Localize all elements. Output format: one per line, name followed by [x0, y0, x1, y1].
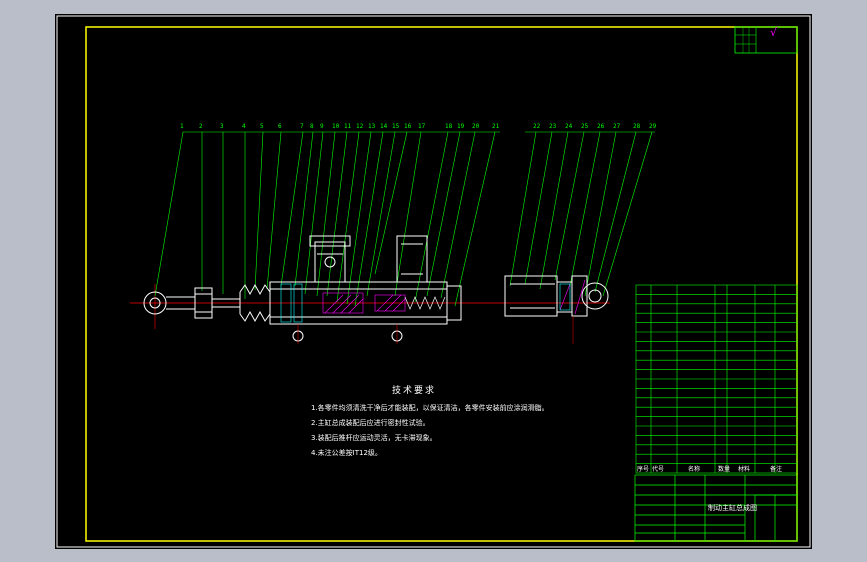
leader-line	[394, 131, 422, 297]
leader-line	[594, 131, 637, 293]
cylinder-body	[269, 281, 462, 325]
bom-header-remark: 备注	[770, 466, 783, 473]
leader-line	[316, 131, 336, 297]
balloon-23: 23	[549, 123, 557, 130]
detail-view	[504, 275, 609, 344]
balloon-3: 3	[220, 123, 224, 130]
balloon-29: 29	[649, 123, 657, 130]
balloon-14: 14	[380, 123, 388, 130]
leader-line	[154, 131, 184, 297]
clevis-eye	[143, 291, 195, 315]
balloon-9: 9	[320, 123, 324, 130]
balloon-7: 7	[300, 123, 304, 130]
section-hatching	[280, 283, 406, 323]
balloon-28: 28	[633, 123, 641, 130]
leader-line	[584, 131, 617, 297]
balloon-19: 19	[457, 123, 465, 130]
balloon-18: 18	[445, 123, 453, 130]
leader-line	[524, 131, 553, 285]
balloon-11: 11	[344, 123, 352, 130]
mounting-lugs	[292, 324, 403, 344]
balloon-16: 16	[404, 123, 412, 130]
drawing-name: 制动主缸总成图	[708, 504, 757, 512]
bill-of-materials	[635, 284, 798, 474]
leader-line	[426, 131, 461, 297]
note-1: 1.各零件均须清洗干净后才能装配，以保证清洁，各零件安装前应涂润滑脂。	[311, 404, 549, 412]
leader-line	[454, 131, 496, 307]
detail-hatching	[559, 279, 586, 315]
corner-mark-block	[734, 26, 798, 54]
leader-line	[509, 131, 537, 287]
bom-header-qty: 数量	[718, 466, 731, 473]
balloon-10: 10	[332, 123, 340, 130]
bom-header-no: 序号	[637, 466, 650, 473]
leader-line	[346, 131, 372, 305]
reservoir-port-1	[309, 235, 351, 283]
balloon-8: 8	[310, 123, 314, 130]
title-block	[634, 474, 798, 542]
sheet-border-outer	[56, 15, 811, 548]
balloon-12: 12	[356, 123, 364, 130]
leader-line	[366, 131, 396, 297]
dust-boot	[239, 283, 271, 323]
balloon-6: 6	[278, 123, 282, 130]
balloon-20: 20	[472, 123, 480, 130]
leader-lines	[154, 131, 653, 307]
balloon-22: 22	[533, 123, 541, 130]
balloon-17: 17	[418, 123, 426, 130]
balloon-21: 21	[492, 123, 500, 130]
balloon-27: 27	[613, 123, 621, 130]
balloon-4: 4	[242, 123, 246, 130]
balloon-13: 13	[368, 123, 376, 130]
return-spring	[404, 296, 446, 310]
technical-requirements-title: 技术要求	[392, 386, 437, 396]
leader-line	[440, 131, 476, 299]
leader-line	[539, 131, 569, 290]
leader-line	[304, 131, 324, 295]
leader-line	[326, 131, 348, 297]
balloon-26: 26	[597, 123, 605, 130]
balloon-24: 24	[565, 123, 573, 130]
balloon-25: 25	[581, 123, 589, 130]
bom-header-code: 代号	[652, 466, 665, 473]
balloon-2: 2	[199, 123, 203, 130]
lock-nut	[194, 287, 213, 319]
balloon-5: 5	[260, 123, 264, 130]
bom-header-material: 材料	[738, 466, 751, 473]
leader-line	[266, 131, 282, 290]
leader-line	[554, 131, 585, 281]
corner-mark: √	[770, 26, 778, 39]
drawing-frame	[85, 26, 798, 542]
technical-notes: 1.各零件均须清洗干净后才能装配，以保证清洁，各零件安装前应涂润滑脂。 2.主缸…	[311, 404, 601, 458]
leader-line	[569, 131, 601, 287]
leader-line	[602, 131, 653, 297]
push-rod	[212, 298, 240, 308]
balloon-1: 1	[180, 123, 184, 130]
note-2: 2.主缸总成装配后应进行密封性试验。	[311, 419, 430, 427]
bom-header: 序号 代号 名称 数量 材料 备注	[636, 463, 796, 473]
note-4: 4.未注公差按IT12级。	[311, 449, 382, 457]
note-3: 3.装配后推杆应运动灵活，无卡滞现象。	[311, 434, 437, 442]
drawing-canvas	[56, 15, 811, 548]
leader-line	[280, 131, 304, 287]
balloon-15: 15	[392, 123, 400, 130]
leader-line	[294, 131, 314, 287]
leader-line	[254, 131, 264, 291]
leader-line	[374, 131, 408, 275]
leader-line	[354, 131, 384, 307]
leader-line	[336, 131, 360, 303]
bom-header-name: 名称	[688, 466, 701, 473]
reservoir-port-2	[396, 235, 428, 283]
